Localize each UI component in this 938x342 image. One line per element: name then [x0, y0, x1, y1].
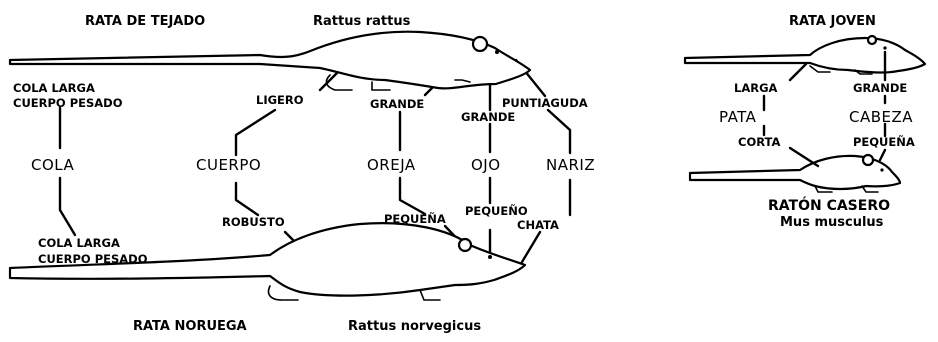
norway-rat-scientific-name: Rattus norvegicus — [348, 319, 481, 334]
body-category-label: CUERPO — [196, 156, 261, 174]
eye-top-label: GRANDE — [461, 110, 515, 124]
norway-rat-illustration — [8, 222, 527, 301]
house-mouse-scientific-name: Mus musculus — [780, 215, 884, 230]
eye-category-label: OJO — [471, 156, 501, 174]
ear-category-label: OREJA — [367, 156, 416, 174]
head-top-label: GRANDE — [853, 81, 907, 95]
foot-top-label: LARGA — [734, 81, 778, 95]
roof-rat-illustration — [8, 30, 532, 91]
nose-category-label: NARIZ — [546, 156, 595, 174]
body-top-label: LIGERO — [256, 93, 304, 107]
house-mouse-name: RATÓN CASERO — [768, 196, 890, 214]
young-rat-illustration — [683, 34, 927, 75]
head-bottom-label: PEQUEÑA — [853, 134, 915, 149]
tail-top-label: COLA LARGA CUERPO PESADO — [13, 81, 123, 110]
roof-rat-scientific-name: Rattus rattus — [313, 14, 411, 29]
ear-top-label: GRANDE — [370, 97, 424, 111]
roof-rat-name: RATA DE TEJADO — [85, 14, 205, 29]
young-rat-name: RATA JOVEN — [789, 14, 876, 29]
house-mouse-illustration — [688, 153, 902, 193]
foot-bottom-label: CORTA — [738, 135, 781, 149]
tail-category-label: COLA — [31, 156, 74, 174]
eye-bottom-label: PEQUEÑO — [465, 203, 528, 218]
nose-bottom-label: CHATA — [517, 218, 559, 232]
young-connector-lines — [762, 50, 887, 168]
nose-top-label: PUNTIAGUDA — [502, 96, 588, 110]
norway-rat-name: RATA NORUEGA — [133, 319, 247, 334]
ear-bottom-label: PEQUEÑA — [384, 211, 446, 226]
head-category-label: CABEZA — [849, 108, 913, 126]
body-bottom-label: ROBUSTO — [222, 215, 285, 229]
foot-category-label: PATA — [719, 108, 757, 126]
tail-bottom-label: COLA LARGA CUERPO PESADO — [38, 236, 148, 266]
